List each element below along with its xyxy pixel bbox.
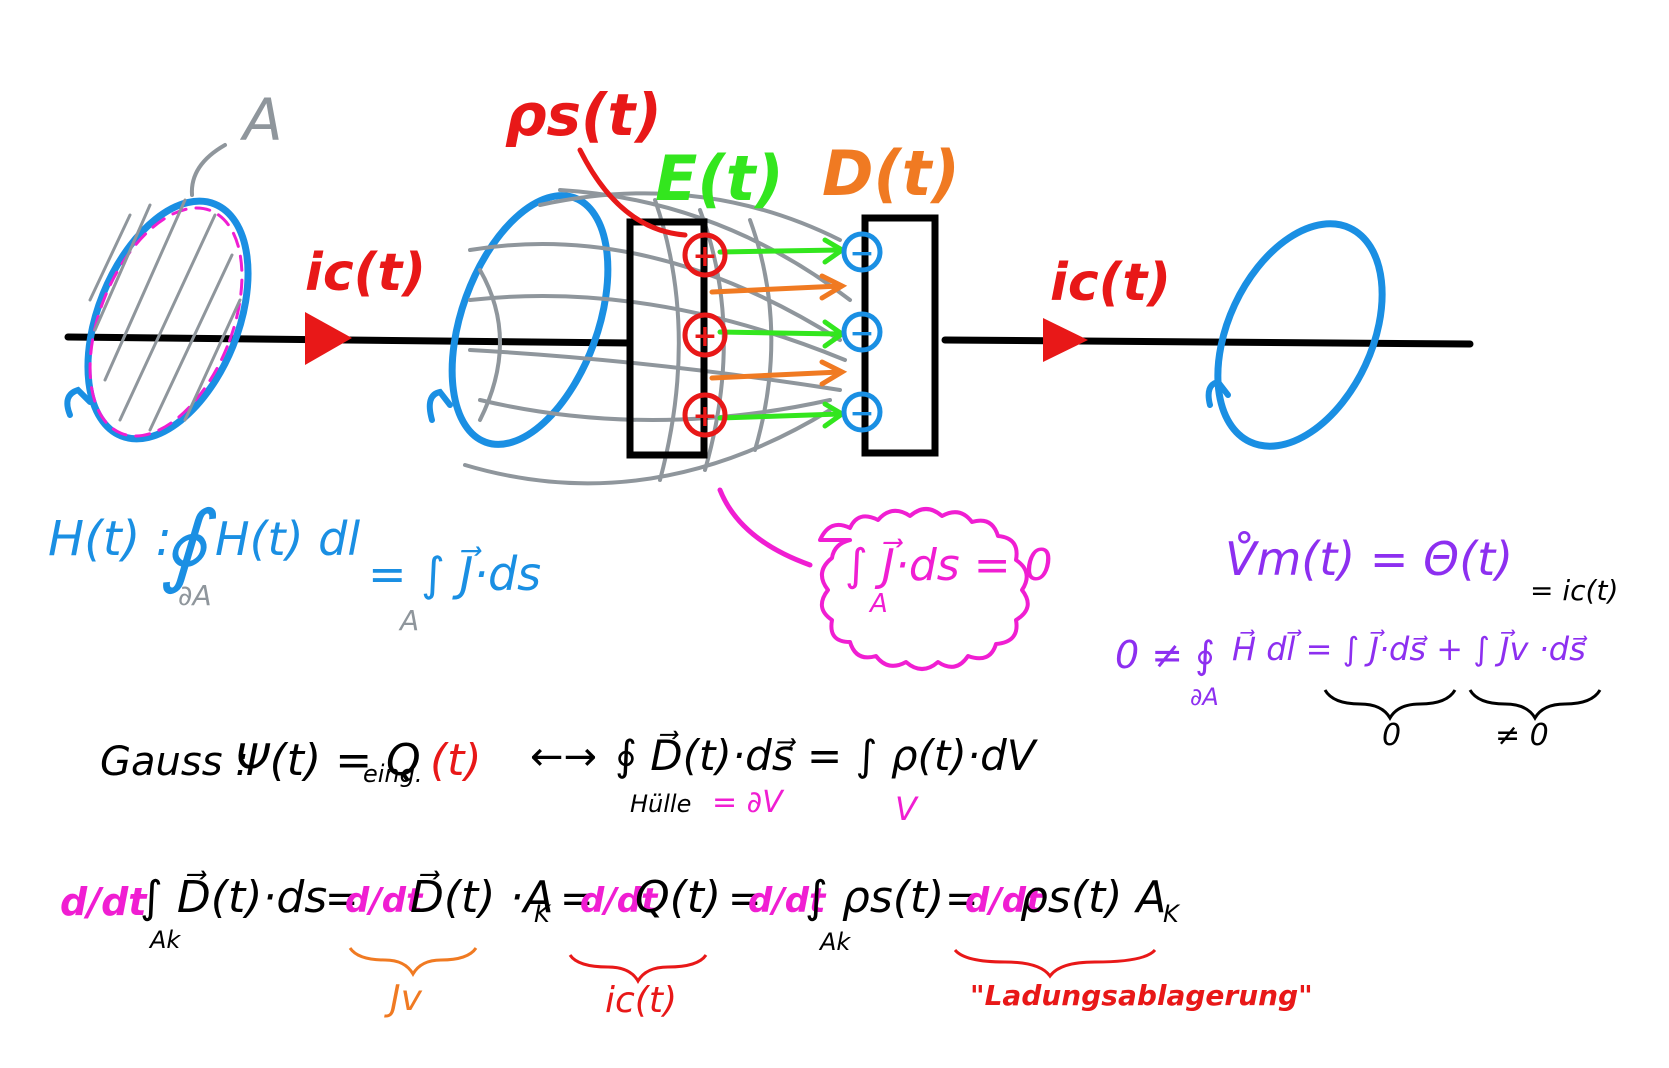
gauss-psi: Ψ(t) = Q bbox=[235, 735, 421, 786]
area-label: A bbox=[239, 86, 283, 154]
ddt-2: d/dt bbox=[345, 881, 424, 921]
gauss-equation: Gauss : Ψ(t) = Q eing. (t) ←→ ∮ D⃗(t)·ds… bbox=[100, 729, 1039, 828]
gauss-hulle: Hülle bbox=[630, 790, 691, 818]
gauss-closed-integral: ∮ D⃗(t)·ds⃗ = ∫ ρ(t)·dV bbox=[615, 729, 1039, 780]
ampere-integral-body: H(t) dl bbox=[215, 512, 360, 566]
equals-2: = bbox=[560, 876, 594, 922]
purple-line2-lhs: 0 ≠ ∮ bbox=[1115, 633, 1215, 677]
term-5: ρs(t) A bbox=[1020, 872, 1167, 923]
magnetic-voltage-eq: V̊m(t) = Θ(t) bbox=[1225, 532, 1513, 586]
ddt-1: d/dt bbox=[60, 880, 148, 924]
brace-right bbox=[1468, 689, 1602, 722]
term-4: ∫ ρs(t) bbox=[805, 872, 944, 923]
gauss-v-sub: V bbox=[895, 790, 919, 828]
brace-left bbox=[1323, 689, 1457, 722]
brace-jv-label: Jv bbox=[384, 978, 423, 1019]
current-arrow-right bbox=[1043, 318, 1088, 362]
wire bbox=[64, 333, 1474, 348]
minus-charge: − bbox=[849, 396, 874, 431]
term-2: D⃗(t) ·A bbox=[410, 870, 554, 923]
brace-ic bbox=[568, 954, 708, 985]
d-field-arrows bbox=[709, 273, 848, 387]
gauss-hulle-eq: = ∂V bbox=[712, 785, 785, 820]
gauss-label: Gauss : bbox=[100, 739, 249, 785]
positive-charges bbox=[682, 232, 728, 438]
current-arrow-left bbox=[305, 312, 352, 365]
brace-right-value: ≠ 0 bbox=[1495, 718, 1549, 753]
equals-3: = bbox=[728, 876, 762, 922]
brace-jv bbox=[348, 947, 478, 978]
brace-ladung bbox=[953, 948, 1157, 979]
hull-pointer bbox=[717, 487, 813, 568]
equals-4: = bbox=[945, 876, 979, 922]
gauss-q-arg: (t) bbox=[430, 735, 482, 786]
derivative-chain: d/dt ∫ D⃗(t)·ds Ak = d/dt D⃗(t) ·A K = d… bbox=[60, 870, 1313, 1021]
cloud-sub: A bbox=[868, 589, 888, 619]
d-field-label: D(t) bbox=[822, 137, 960, 210]
right-loop bbox=[1205, 220, 1386, 450]
minus-charge: − bbox=[849, 316, 874, 351]
negative-charges bbox=[841, 231, 883, 433]
gauss-arrow: ←→ bbox=[530, 734, 597, 780]
cloud-outline bbox=[818, 507, 1030, 671]
capacitor-plates bbox=[626, 214, 939, 459]
term-4-sub: Ak bbox=[818, 928, 851, 956]
term-2-sub: K bbox=[534, 900, 552, 928]
plus-charge: + bbox=[692, 399, 717, 434]
ampere-equation: H(t) : ∮ H(t) dl ∂A = ∫ J⃗·ds A bbox=[48, 492, 541, 637]
term-3: Q(t) bbox=[635, 872, 721, 923]
current-label-left: ic(t) bbox=[305, 243, 426, 303]
term-1: ∫ D⃗(t)·ds bbox=[140, 870, 327, 923]
ampere-rhs-sub: A bbox=[398, 604, 419, 637]
ampere-lhs: H(t) : bbox=[48, 511, 172, 567]
purple-equations: V̊m(t) = Θ(t) = ic(t) 0 ≠ ∮ ∂A H⃗ dl⃗ = … bbox=[1115, 532, 1618, 753]
current-label-right: ic(t) bbox=[1050, 253, 1171, 313]
brace-ic-label: ic(t) bbox=[605, 980, 677, 1021]
ampere-rhs: = ∫ J⃗·ds bbox=[368, 547, 541, 601]
cloud-expr: ∫ J⃗·ds = 0 bbox=[845, 538, 1053, 591]
ampere-integral-sub: ∂A bbox=[178, 579, 212, 612]
gauss-q-sub: eing. bbox=[363, 760, 423, 788]
ddt-5: d/dt bbox=[965, 881, 1044, 921]
brace-left-value: 0 bbox=[1382, 718, 1401, 753]
equals-1: = bbox=[325, 876, 359, 922]
purple-line2-sub: ∂A bbox=[1190, 683, 1219, 711]
plus-charge: + bbox=[692, 239, 717, 274]
ddt-3: d/dt bbox=[580, 881, 659, 921]
brace-ladung-label: "Ladungsablagerung" bbox=[970, 979, 1313, 1012]
current-annotation: = ic(t) bbox=[1530, 574, 1618, 607]
purple-line2-mid: H⃗ dl⃗ = ∫ J⃗·ds⃗ + ∫ J⃗v ·ds⃗ bbox=[1232, 629, 1588, 668]
e-field-label: E(t) bbox=[655, 142, 784, 215]
term-1-sub: Ak bbox=[148, 926, 181, 954]
surface-a-loop bbox=[64, 143, 252, 443]
middle-loop bbox=[426, 192, 612, 448]
plus-charge: + bbox=[692, 319, 717, 354]
e-field-arrows bbox=[717, 237, 847, 429]
rho-pointer bbox=[577, 147, 688, 238]
surface-charge-label: ρs(t) bbox=[505, 81, 662, 149]
minus-charge: − bbox=[849, 236, 874, 271]
term-5-sub: K bbox=[1163, 900, 1181, 928]
ddt-4: d/dt bbox=[748, 881, 827, 921]
